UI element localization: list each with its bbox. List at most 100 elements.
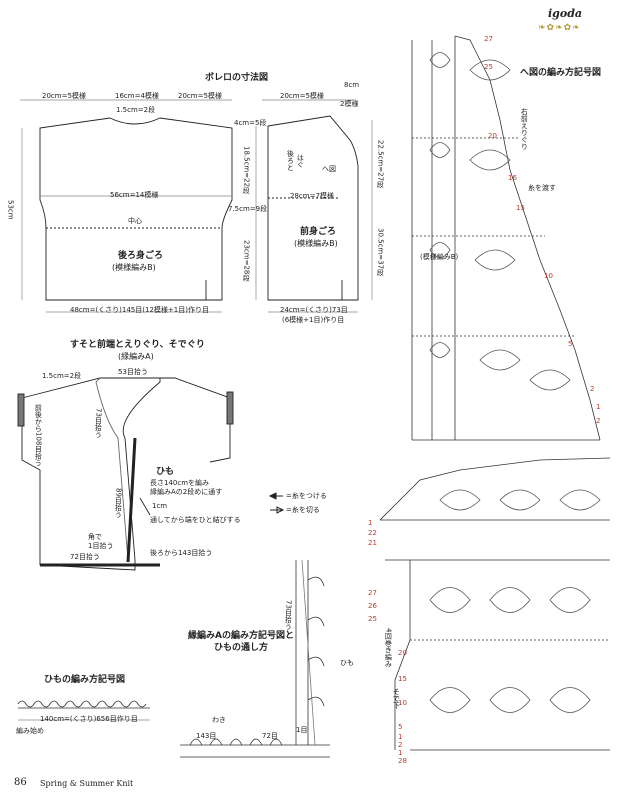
edging-label-53: 53目拾う [118, 368, 148, 376]
front-mark: へ図 [322, 165, 336, 173]
lower-label-72: 72目 [262, 732, 278, 740]
edging-tie: ひも [156, 467, 175, 477]
size-chart-back [39, 117, 233, 301]
legend-attach: =糸をつける [286, 492, 327, 500]
lrow-1b: 1 [398, 733, 403, 741]
lower-side: わき [212, 716, 226, 724]
brand-logo: igoda [548, 7, 583, 20]
lrow-1c: 1 [398, 749, 403, 757]
row-1: 1 [596, 403, 601, 411]
edging-title-1: すそと前端とえりぐり、そでぐり [70, 340, 205, 350]
front-left-h1: 18.5cm=22段 [242, 146, 251, 195]
legend-arrows [268, 492, 285, 514]
tie-chart-length: 140cm=(くさり)656目作り目 [40, 715, 138, 723]
front-neck: 4cm=5段 [234, 119, 267, 127]
lower-label-143: 143目 [196, 732, 217, 740]
front-top-left: 20cm=5模様 [280, 92, 324, 100]
edging-label-89: 89目拾う [114, 488, 123, 518]
row-5: 5 [568, 340, 573, 348]
edging-a-chart [180, 559, 330, 758]
edging-label-108: 前後から108目拾う [34, 404, 43, 467]
row-25: 25 [484, 63, 493, 71]
row-2: 2 [590, 385, 595, 393]
lower-label-1: 1目 [296, 726, 308, 734]
tie-chart [17, 700, 150, 721]
back-neck: 1.5cm=2段 [116, 106, 156, 114]
tie-chart-title: ひもの編み方記号図 [44, 675, 126, 685]
size-chart-title: ボレロの寸法図 [205, 73, 269, 83]
lrow-26: 26 [368, 602, 377, 610]
lace-chart-right [411, 35, 601, 441]
back-top-mid: 16cm=4模様 [115, 92, 159, 100]
right-chart-pattern: (模様編みB) [420, 253, 459, 261]
lrow-2: 2 [398, 741, 403, 749]
back-pattern: (模様編みB) [112, 263, 156, 272]
front-side-note-1: 後ろと [286, 150, 295, 171]
row-2b: 2 [596, 417, 601, 425]
lrow-27: 27 [368, 589, 377, 597]
front-right-h1: 22.5cm=27段 [376, 140, 385, 189]
lrow-28: 28 [398, 757, 407, 765]
edging-label-72: 72目拾う [70, 553, 100, 561]
front-pattern: (模様編みB) [294, 239, 338, 248]
edging-tie-note-3: 1cm [152, 502, 168, 510]
back-top-left: 20cm=5模様 [42, 92, 86, 100]
front-name: 前身ごろ [300, 227, 337, 237]
right-chart-section: 右前えりぐり [520, 108, 529, 150]
row-27: 27 [484, 35, 493, 43]
back-width: 56cm=14模様 [110, 191, 159, 199]
back-height: 53cm [6, 200, 15, 220]
front-bottom-2: (6模様+1目)作り目 [282, 316, 345, 324]
page-number: 86 [14, 777, 27, 788]
row-20: 20 [488, 132, 497, 140]
edging-title-2: (縁編みA) [118, 352, 154, 361]
edging-tie-note-2: 縁編みAの2段めに通す [150, 488, 223, 496]
lower-tie: ひも [340, 659, 354, 667]
back-bottom: 48cm=(くさり)145目(12模様+1目)作り目 [70, 306, 209, 314]
row-16: 16 [508, 174, 517, 182]
back-center-mark: 中心 [128, 217, 142, 225]
lower-loop-label: 4回巻き編み [384, 628, 393, 668]
lrow-25: 25 [368, 615, 377, 623]
front-side-note-2: はぐ [296, 154, 305, 168]
right-chart-title: へ図の編み方記号図 [520, 68, 602, 78]
front-left-h2: 23cm=28段 [242, 240, 251, 282]
lrow-21: 21 [368, 539, 377, 547]
edging-corner-2: 1目拾う [88, 542, 114, 550]
legend-cut: =糸を切る [286, 506, 320, 514]
front-top-right-2: 2模様 [340, 100, 359, 108]
front-bottom-1: 24cm=(くさり)73目 [280, 306, 348, 314]
right-chart-yarn-join: 糸を渡す [528, 184, 556, 192]
size-chart-front [267, 115, 359, 301]
lower-label-73: 73目拾う [284, 600, 293, 630]
row-15: 15 [516, 204, 525, 212]
dimension-lines [20, 99, 373, 313]
front-mid: 28cm=7模様 [290, 192, 334, 200]
edging-corner-1: 角で [88, 533, 102, 541]
lrow-5: 5 [398, 723, 403, 731]
tie-chart-start: 編み始め [16, 727, 44, 735]
lrow-15: 15 [398, 675, 407, 683]
front-top-right-1: 8cm [344, 81, 360, 89]
edging-label-73: 73目拾う [94, 408, 103, 438]
lower-hem-label: そで下 [392, 688, 401, 709]
edging-tie-note-1: 長さ140cmを編み [150, 479, 210, 487]
brand-ornament-icon: ❧✿❧✿❧ [538, 23, 581, 33]
lower-title-2: ひもの通し方 [214, 643, 269, 653]
row-10: 10 [544, 272, 553, 280]
edging-tie-note-4: 通してから端をひと結びする [150, 516, 241, 524]
front-right-h2: 30.5cm=37段 [376, 228, 385, 277]
edging-label-143: 後ろから143目拾う [150, 549, 213, 557]
lace-chart-lower [379, 457, 611, 751]
back-top-right: 20cm=5模様 [178, 92, 222, 100]
lrow-1: 1 [368, 519, 373, 527]
lower-title-1: 縁編みAの編み方記号図と [188, 631, 294, 641]
lrow-10: 10 [398, 699, 407, 707]
lrow-20: 20 [398, 649, 407, 657]
front-armhole: 7.5cm=9段 [228, 205, 268, 213]
edging-label-15: 1.5cm=2段 [42, 372, 82, 380]
lrow-22: 22 [368, 529, 377, 537]
back-name: 後ろ身ごろ [118, 251, 164, 261]
magazine-name: Spring & Summer Knit [40, 779, 134, 788]
